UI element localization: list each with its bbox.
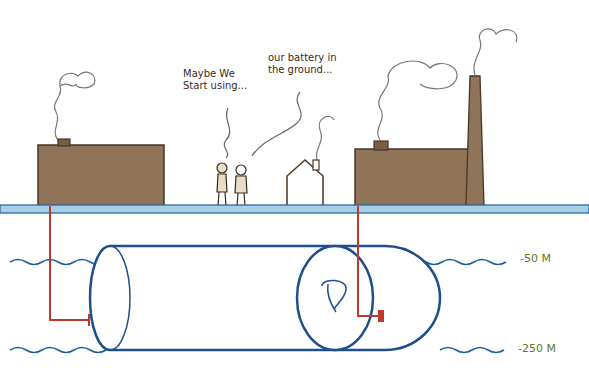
smoke <box>474 29 517 75</box>
depth-label: -250 M <box>518 343 582 355</box>
speech-text: Maybe We Start using... <box>183 68 255 92</box>
smokestack <box>466 76 484 206</box>
speech-tail <box>252 92 301 156</box>
smoke <box>60 72 95 87</box>
underground-battery <box>90 246 440 350</box>
speech-text: our battery in the ground... <box>268 52 348 76</box>
chimney <box>374 141 388 150</box>
smoke <box>378 61 457 140</box>
logo-symbol <box>322 280 346 312</box>
tank-face <box>297 246 373 350</box>
factory <box>38 145 164 206</box>
chimney <box>58 139 70 146</box>
speech-tail <box>224 108 229 158</box>
factory <box>355 149 473 206</box>
pipe <box>358 206 380 316</box>
pipe <box>50 206 88 320</box>
smoke <box>316 116 334 162</box>
house <box>287 160 323 206</box>
pipe-end <box>88 314 90 326</box>
people <box>217 163 247 206</box>
smoke <box>54 84 76 140</box>
tank-end <box>110 246 130 350</box>
pipe-valve <box>378 310 384 322</box>
ground-surface <box>0 205 589 213</box>
depth-label: -50 M <box>520 253 580 265</box>
house-chimney <box>313 160 319 170</box>
